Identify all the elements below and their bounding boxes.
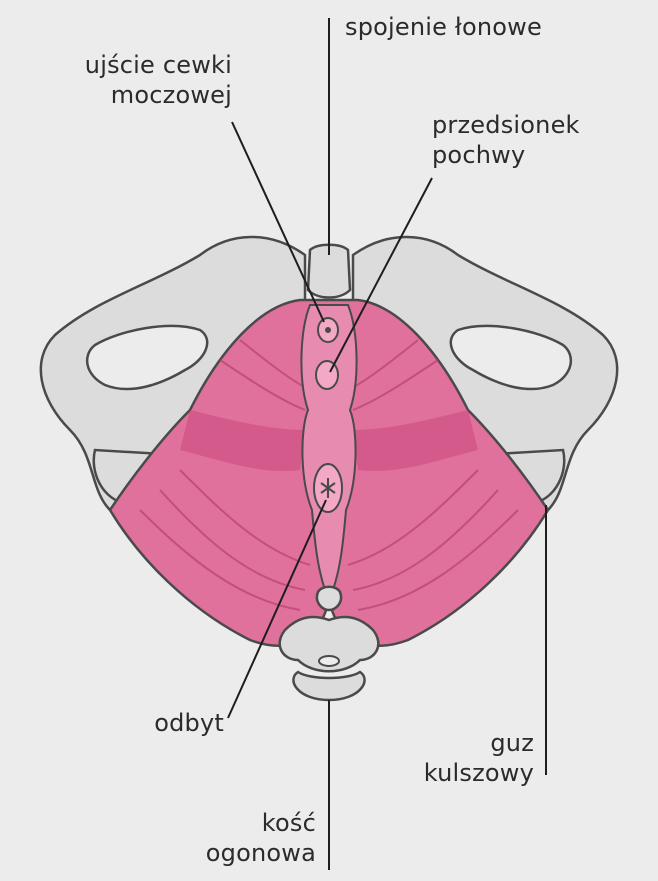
label-urethral-opening: ujście cewki moczowej	[46, 50, 232, 110]
urethral-dot	[325, 327, 331, 333]
label-urethral-line2: moczowej	[46, 80, 232, 110]
label-coccyx: kość ogonowa	[180, 808, 316, 868]
coccyx-segment-2	[293, 672, 364, 700]
label-vestibule-line1: przedsionek	[432, 110, 580, 140]
label-anus: odbyt	[118, 708, 224, 738]
label-ischial-line1: guz	[410, 728, 534, 758]
label-coccyx-line1: kość	[180, 808, 316, 838]
label-ischial-tuberosity: guz kulszowy	[410, 728, 534, 788]
label-ischial-line2: kulszowy	[410, 758, 534, 788]
label-vestibule-line2: pochwy	[432, 140, 580, 170]
label-pubic-symphysis-text: spojenie łonowe	[345, 12, 542, 42]
label-coccyx-line2: ogonowa	[180, 838, 316, 868]
label-anus-text: odbyt	[118, 708, 224, 738]
coccyx-foramen	[319, 656, 339, 666]
label-vaginal-vestibule: przedsionek pochwy	[432, 110, 580, 170]
label-pubic-symphysis: spojenie łonowe	[345, 12, 542, 42]
coccyx-segment-1	[317, 587, 341, 610]
label-urethral-line1: ujście cewki	[46, 50, 232, 80]
